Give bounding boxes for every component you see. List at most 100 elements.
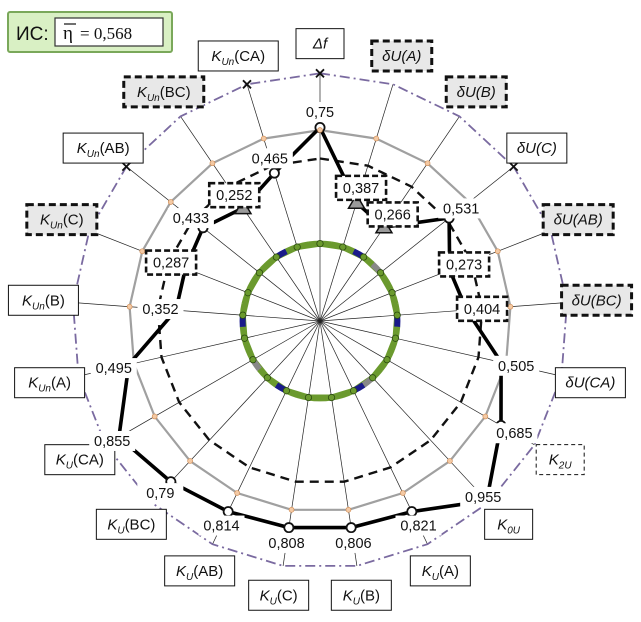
point-marker-ku-c [283,522,295,534]
axis-label-box [535,444,585,476]
spoke-kun-ab [126,166,321,322]
inner-ring-point [369,374,377,382]
cross-stroke [121,161,131,172]
inner-ring-point [383,356,391,364]
spoke-u-ab [319,230,551,322]
axis-label-box [164,555,236,587]
axis-label-text: Δf [312,36,329,53]
value-label-bg [137,299,184,320]
axis-label-ku-ab: KU(AB) [164,555,236,587]
value-label-kun-ab: 0,433 [167,208,214,229]
axis-label-text: KU(BC) [107,516,155,536]
axis-label-text: K2U [549,452,573,472]
axis-label-u-a: δU(A) [370,39,434,73]
axis-label-box [554,367,626,399]
axis-label-kun-ca: KUn(CA) [197,40,279,72]
axis-label-text: δU(AB) [554,212,603,229]
value-label-bg [491,423,538,444]
value-label-text: 0,273 [446,257,482,273]
cross-marker-u-c [509,161,519,172]
axis-label-box [444,75,508,109]
axis-label-u-ca: δU(CA) [554,367,626,399]
value-label-bg [297,102,343,123]
axis-label-text: KUn(C) [40,212,84,232]
cross-stroke [315,68,325,78]
cross-stroke [509,161,519,172]
value-label-bg [460,486,507,507]
value-label-text: 0,352 [142,302,178,318]
spoke-kun-c [89,230,321,322]
value-label-bg [198,515,245,536]
spoke-kun-bc [180,116,321,322]
gray-ring-point [507,303,514,310]
inner-ring-point [282,387,291,395]
axis-label-ku-c: KU(C) [248,579,310,611]
value-label-bg [438,198,485,219]
value-label-ku-bc: 0,79 [137,483,184,504]
axis-label-box [248,579,310,611]
inner-ring-point [327,393,336,402]
badge-value: = 0,568 [80,24,132,43]
value-label-kun-ca: 0,465 [246,148,293,169]
value-label-text: 0,806 [335,536,371,552]
value-label-u-ab: 0,273 [437,251,491,278]
spoke-k0u [319,320,489,503]
inner-ring-point [239,311,247,319]
inner-ring-point [316,240,324,248]
spoke-kun-b [72,302,321,322]
axis-label-ku-b: KU(B) [330,579,392,611]
gray-ring-point [424,160,431,167]
axis-label-ku-bc: KU(BC) [95,508,167,540]
gray-ring-point [126,303,133,310]
inner-ring-point [376,269,385,277]
value-label-kun-b: 0,352 [137,299,184,320]
inner-ring-point [339,243,347,251]
axis-label-box [484,508,534,540]
value-label-ku-c: 0,808 [263,532,310,553]
value-label-k0u: 0,955 [460,486,507,507]
inner-ring-point [293,243,301,251]
inner-ring-point [388,289,396,297]
efficiency-badge: ИС: η = 0,568 [7,11,173,53]
point-marker-ku-a [406,506,418,518]
eta-symbol: η [63,23,73,44]
value-label-u-bc: 0,404 [455,295,509,323]
axis-label-text: KU(AB) [176,563,223,583]
value-label-box [437,251,491,278]
axis-label-kun-b: KUn(B) [7,284,79,316]
value-label-text: 0,252 [216,188,252,204]
spoke-ku-ca [105,320,321,446]
value-label-ku-a: 0,821 [395,515,442,536]
gray-ring-point [288,506,295,513]
value-label-kun-bc: 0,252 [207,181,261,209]
inner-ring-point [391,334,400,342]
axis-label-box [560,283,634,317]
series-line-dashdot-purple [72,72,568,567]
spoke-u-bc [319,302,568,322]
inner-ring-point [349,387,358,395]
cross-marker-kun-ca [242,79,252,89]
value-label-text: 0,266 [375,207,411,223]
axis-label-box [506,132,568,164]
inner-ring-point [249,356,257,364]
triangle-marker-u-a [347,193,366,210]
value-label-text: 0,387 [343,181,379,197]
axis-label-text: δU(C) [517,140,557,157]
value-label-bg [137,483,184,504]
inner-ring-point [240,334,249,342]
inner-ring-point [255,269,264,277]
axis-label-text: δU(A) [382,48,421,65]
axis-label-kun-ab: KUn(AB) [62,132,144,164]
spoke-u-c [319,166,514,322]
inner-ring-point [393,311,401,319]
inner-ring-point [244,289,252,297]
axis-label-box [7,284,79,316]
value-label-bg [493,355,540,376]
axis-label-u-bc: δU(BC) [560,283,634,317]
gray-ring-point [260,135,267,142]
value-label-text: 0,814 [203,519,239,535]
series-line-solid-black-thick [117,125,503,530]
axis-label-u-c: δU(C) [506,132,568,164]
